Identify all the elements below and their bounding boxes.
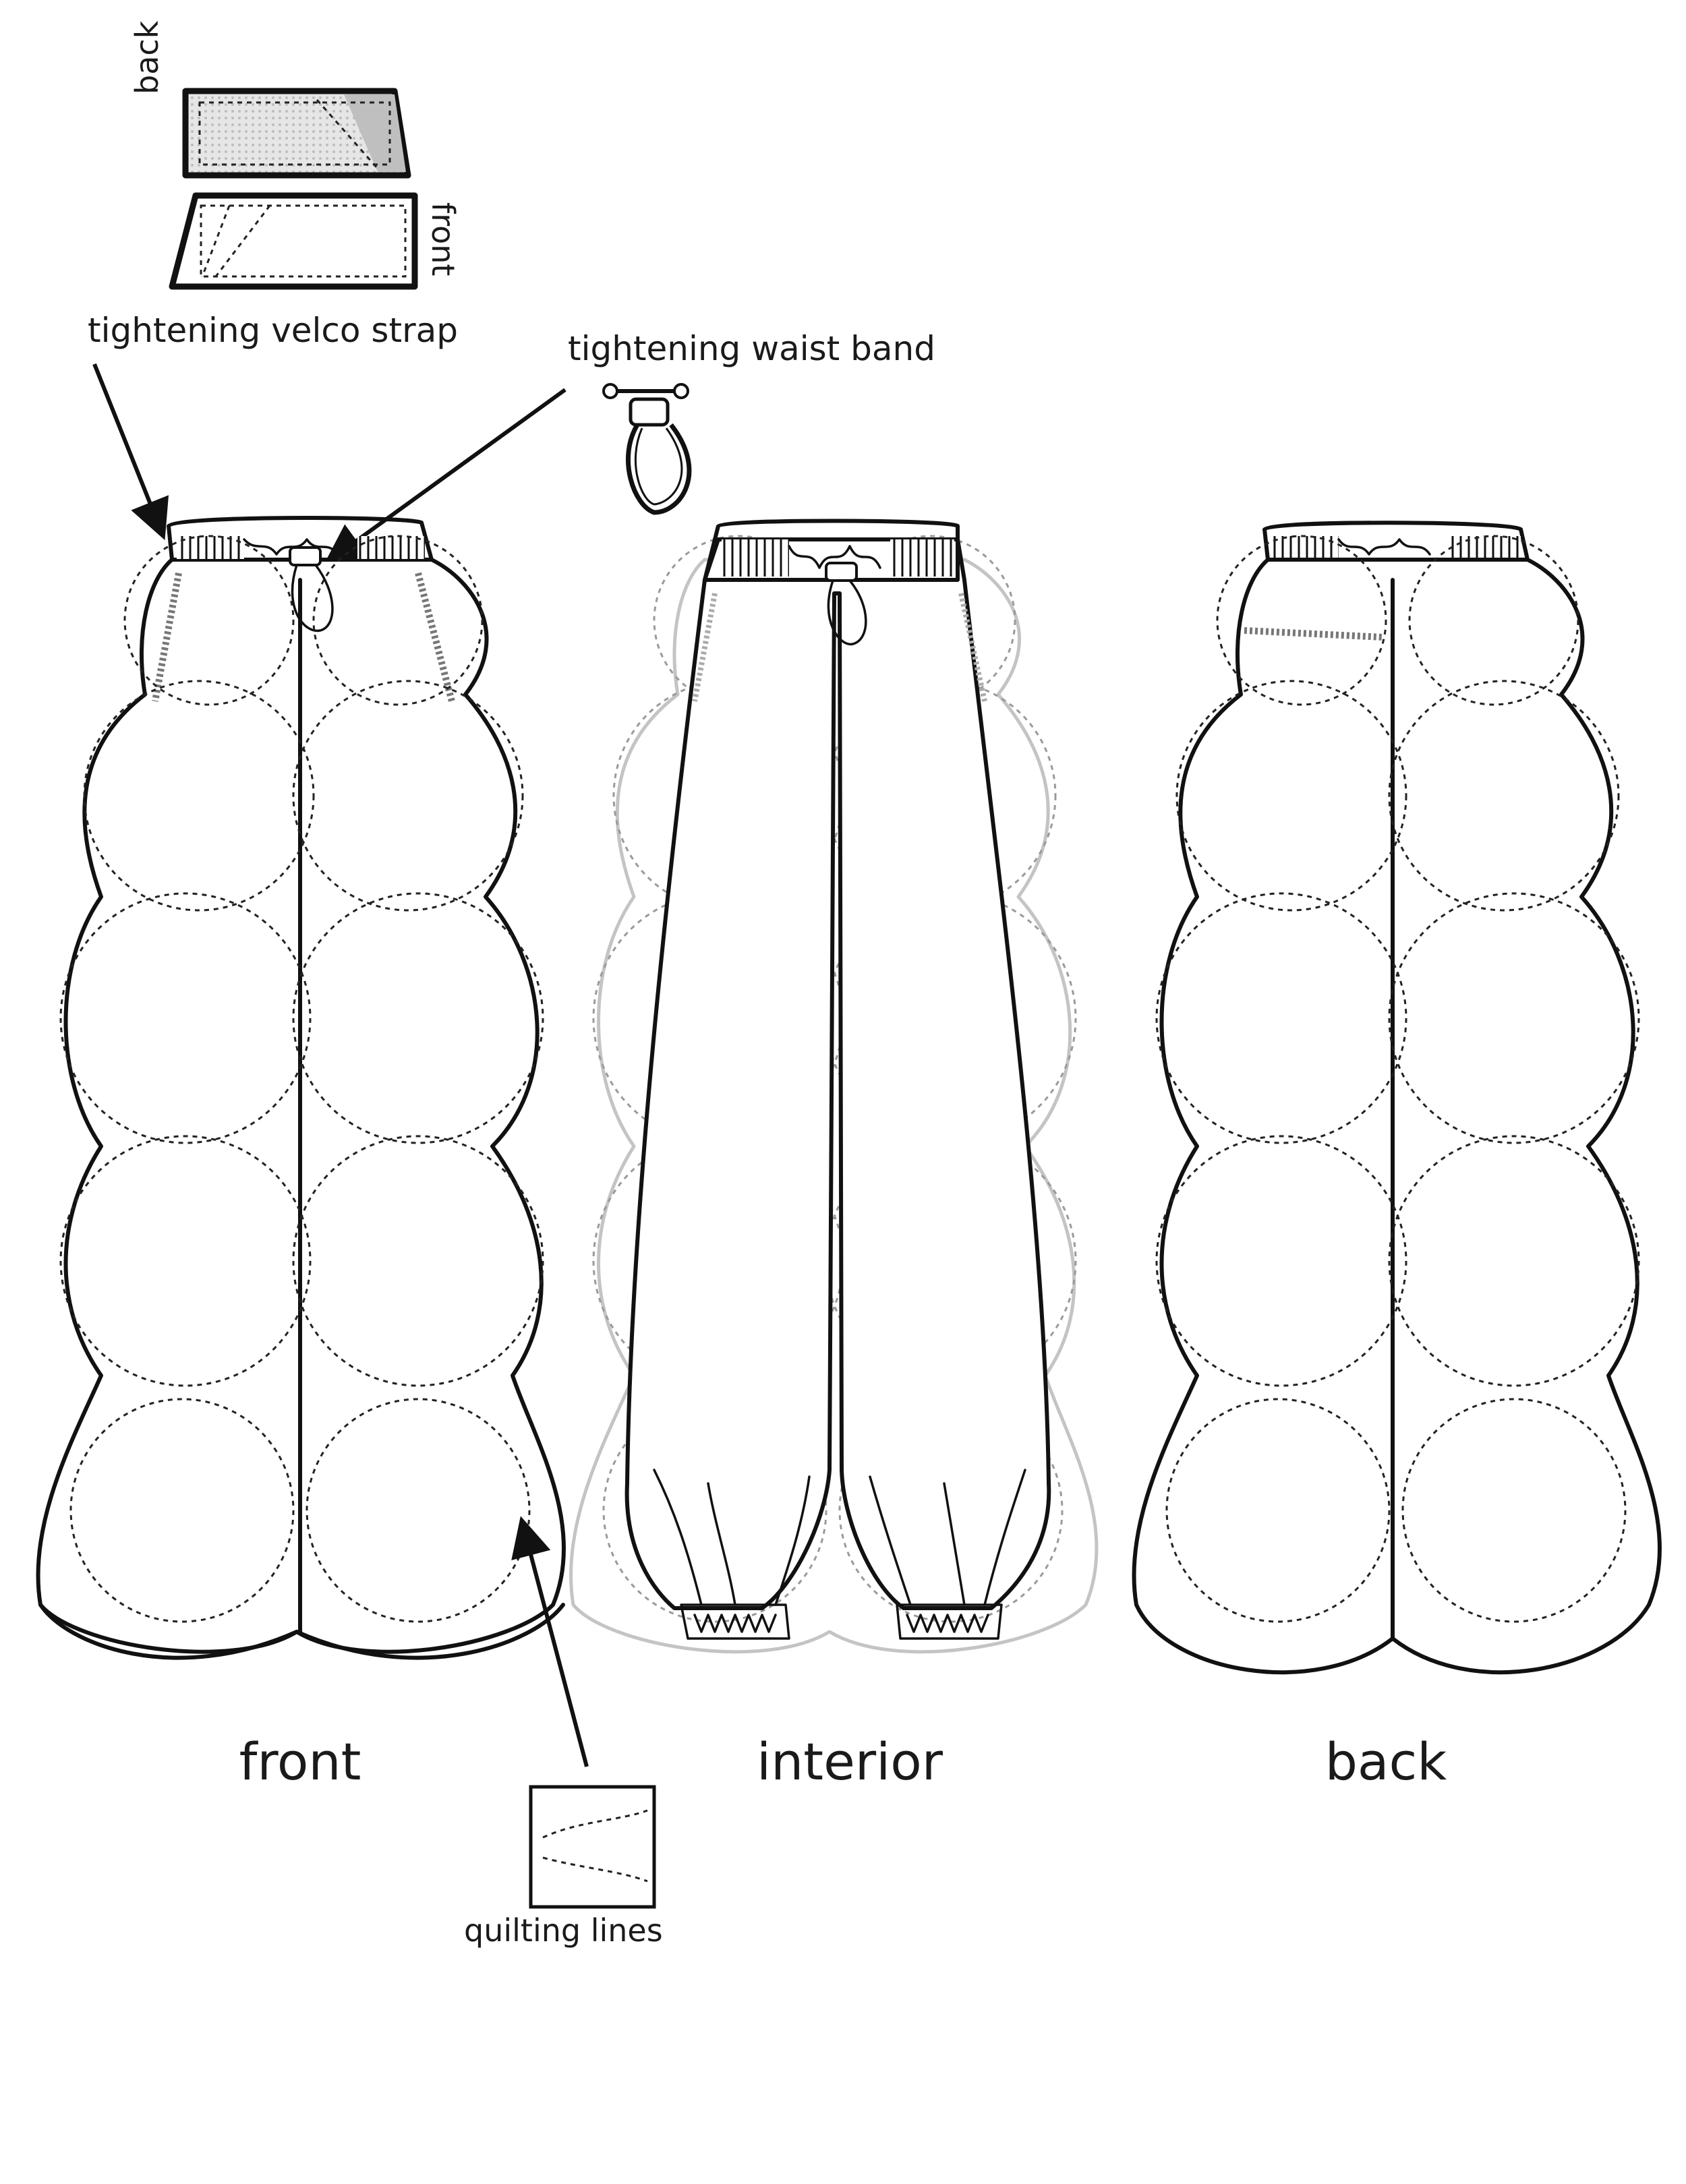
velcro-strap-front-piece [169, 192, 418, 290]
waistband-arrow [324, 388, 566, 565]
front-view-pants [36, 516, 566, 1660]
interior-view-pants [569, 519, 1099, 1654]
strap-back-label: back [129, 20, 165, 94]
waist-band-callout: tightening waist band [568, 329, 935, 368]
view-label-interior: interior [757, 1732, 943, 1792]
view-label-front: front [239, 1732, 361, 1792]
quilting-lines-swatch [529, 1785, 656, 1909]
velcro-strap-back-piece [182, 88, 411, 179]
velcro-arrow [92, 363, 169, 541]
back-view-pants [1132, 521, 1662, 1674]
view-label-back: back [1325, 1732, 1447, 1792]
quilting-lines-label: quilting lines [464, 1912, 663, 1949]
velcro-strap-callout: tightening velco strap [88, 311, 458, 350]
cord-toggle-icon [602, 383, 692, 515]
strap-front-label: front [425, 202, 461, 276]
quilting-arrow [511, 1516, 589, 1767]
